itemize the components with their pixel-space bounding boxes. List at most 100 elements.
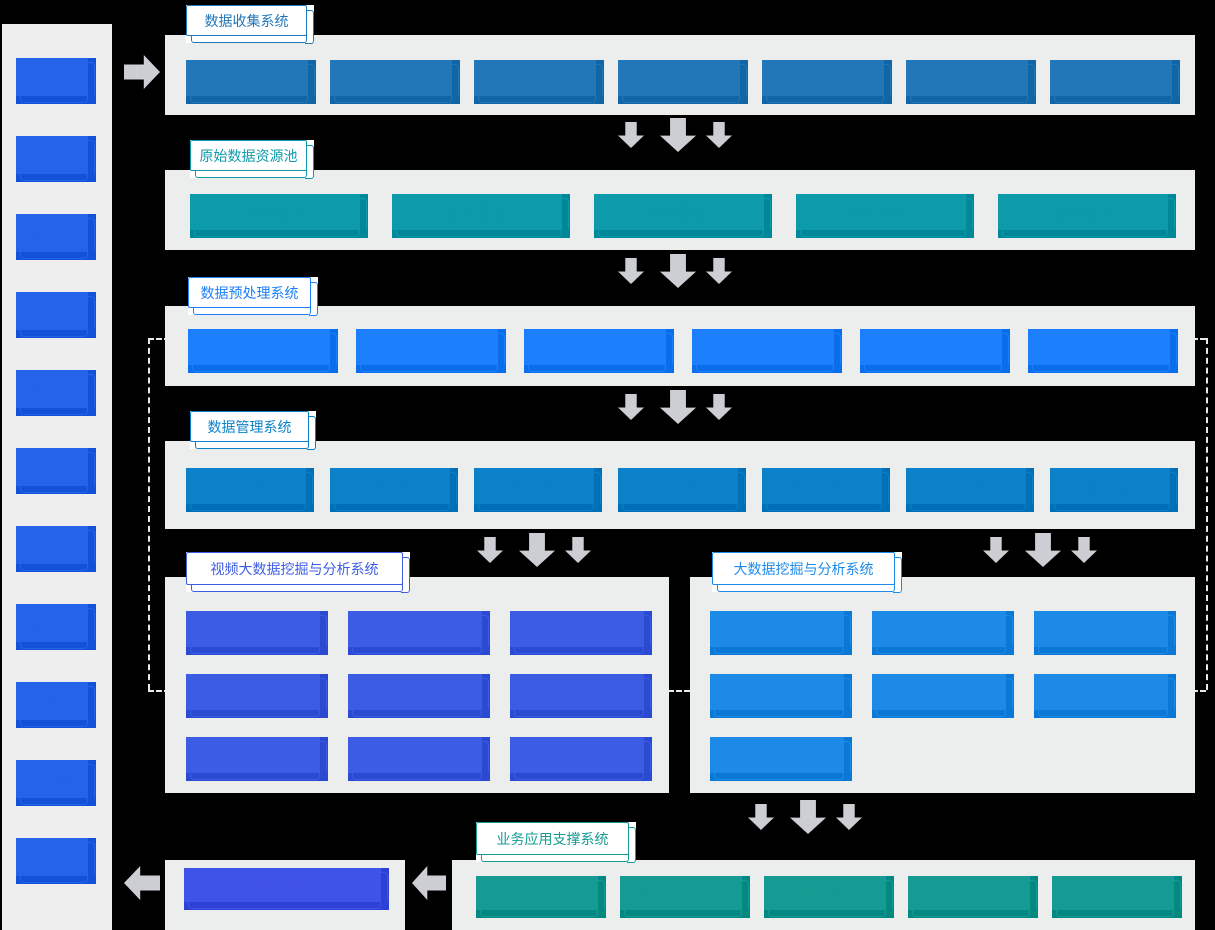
box-manage-0[interactable]: 内存数据库 bbox=[186, 468, 314, 512]
sidebar-item-8[interactable]: 财政局 bbox=[16, 682, 96, 728]
box-pool-0-label: 监测数据 bbox=[190, 194, 360, 230]
tab-video-label: 视频大数据挖掘与分析系统 bbox=[186, 552, 403, 585]
box-collect-5[interactable]: 数据搜索 bbox=[906, 60, 1036, 104]
tab-business: 业务应用支撑系统 bbox=[476, 822, 636, 863]
tab-pool: 原始数据资源池 bbox=[190, 140, 314, 179]
box-manage-6-label: 存储资源池 bbox=[1050, 468, 1170, 504]
box-preprocess-3-label: 数据索引 bbox=[692, 329, 834, 365]
box-manage-2[interactable]: 主题数据库 bbox=[474, 468, 602, 512]
sidebar-item-5[interactable]: 地税局 bbox=[16, 448, 96, 494]
tab-preprocess: 数据预处理系统 bbox=[188, 277, 318, 316]
box-mining-4[interactable]: 数据回溯分析 bbox=[872, 674, 1014, 718]
box-pool-3[interactable]: 舆情数据 bbox=[796, 194, 974, 238]
box-mining-3[interactable]: 数据统计分析 bbox=[710, 674, 852, 718]
box-collect-3[interactable]: 数据存储 bbox=[618, 60, 748, 104]
box-preprocess-1[interactable]: 数据分类 bbox=[356, 329, 506, 373]
arrow-collect-to-pool-2 bbox=[660, 118, 696, 152]
box-collect-6[interactable]: 数据统计 bbox=[1050, 60, 1180, 104]
box-manage-0-label: 内存数据库 bbox=[186, 468, 306, 504]
box-video-0[interactable]: 实时视频挖掘 bbox=[186, 611, 328, 655]
box-preprocess-3[interactable]: 数据索引 bbox=[692, 329, 842, 373]
box-preprocess-5[interactable]: 数据存储 bbox=[1028, 329, 1178, 373]
box-mining-2-label: 非结构化挖掘 bbox=[1034, 611, 1168, 647]
scope-bracket-right-bottom bbox=[1184, 690, 1206, 692]
box-pool-0[interactable]: 监测数据 bbox=[190, 194, 368, 238]
box-mining-1[interactable]: 结构化数据挖掘 bbox=[872, 611, 1014, 655]
sidebar-item-6-label: 安监局 bbox=[16, 526, 88, 564]
sidebar-item-4[interactable]: 工商局 bbox=[16, 370, 96, 416]
box-business-1-label: 决策分析系统 bbox=[620, 876, 742, 910]
arrow-business-to-portal bbox=[412, 866, 446, 900]
sidebar-item-10-label: …… bbox=[16, 838, 88, 876]
box-preprocess-0-label: 数据标记 bbox=[188, 329, 330, 365]
arrow-portal-output bbox=[124, 866, 160, 900]
box-collect-4[interactable]: 消息服务 bbox=[762, 60, 892, 104]
box-portal[interactable]: 政务信息门户 bbox=[184, 868, 389, 910]
sidebar-item-9[interactable]: 互联网 bbox=[16, 760, 96, 806]
box-video-1[interactable]: 视频云存储 bbox=[348, 611, 490, 655]
box-mining-5[interactable]: 应急数据处理 bbox=[1034, 674, 1176, 718]
box-collect-0-label: 数据收集 bbox=[186, 60, 308, 96]
box-preprocess-1-label: 数据分类 bbox=[356, 329, 498, 365]
arrow-pool-to-preprocess-1 bbox=[618, 258, 644, 284]
box-mining-6[interactable]: 数据关联分析 bbox=[710, 737, 852, 781]
box-manage-6[interactable]: 存储资源池 bbox=[1050, 468, 1178, 512]
box-business-2[interactable]: 城市监测系统 bbox=[764, 876, 894, 918]
box-video-3[interactable]: 静态图像处理 bbox=[186, 674, 328, 718]
box-video-6[interactable]: 异常事件监测 bbox=[186, 737, 328, 781]
box-manage-5[interactable]: 共享数据库 bbox=[906, 468, 1034, 512]
box-pool-4[interactable]: 城市数据 bbox=[998, 194, 1176, 238]
box-manage-1[interactable]: 基础数据库 bbox=[330, 468, 458, 512]
scope-bracket-left-top bbox=[148, 338, 170, 340]
box-preprocess-0[interactable]: 数据标记 bbox=[188, 329, 338, 373]
box-video-7[interactable]: 区域态势预测 bbox=[348, 737, 490, 781]
box-preprocess-4[interactable]: 数据更新 bbox=[860, 329, 1010, 373]
box-video-2[interactable]: RTSP视频推流 bbox=[510, 611, 652, 655]
box-manage-4[interactable]: 决策数据库 bbox=[762, 468, 890, 512]
tab-collect-label: 数据收集系统 bbox=[186, 5, 307, 36]
sidebar-item-10[interactable]: …… bbox=[16, 838, 96, 884]
box-business-4[interactable]: 民生信息系统 bbox=[1052, 876, 1182, 918]
box-pool-4-label: 城市数据 bbox=[998, 194, 1168, 230]
tab-mining: 大数据挖掘与分析系统 bbox=[712, 552, 902, 593]
sidebar-item-7[interactable]: 城管局 bbox=[16, 604, 96, 650]
tab-business-label: 业务应用支撑系统 bbox=[476, 822, 629, 855]
box-video-4[interactable]: 视频目标检索 bbox=[348, 674, 490, 718]
box-collect-2[interactable]: 内容过滤 bbox=[474, 60, 604, 104]
scope-bracket-left-bottom bbox=[148, 690, 170, 692]
box-video-5[interactable]: OCR动态识别 bbox=[510, 674, 652, 718]
box-collect-5-label: 数据搜索 bbox=[906, 60, 1028, 96]
box-business-0[interactable]: 综合分析系统 bbox=[476, 876, 606, 918]
box-manage-5-label: 共享数据库 bbox=[906, 468, 1026, 504]
box-collect-1[interactable]: 数据抽取 bbox=[330, 60, 460, 104]
box-collect-0[interactable]: 数据收集 bbox=[186, 60, 316, 104]
box-mining-0[interactable]: 实时流数据挖掘 bbox=[710, 611, 852, 655]
arrow-source-to-collect bbox=[124, 55, 160, 89]
box-mining-6-label: 数据关联分析 bbox=[710, 737, 844, 773]
box-pool-2[interactable]: 政务数据 bbox=[594, 194, 772, 238]
box-manage-3[interactable]: 关联数据库 bbox=[618, 468, 746, 512]
sidebar-item-6[interactable]: 安监局 bbox=[16, 526, 96, 572]
tab-preprocess-label: 数据预处理系统 bbox=[188, 277, 311, 308]
box-pool-1[interactable]: 报表数据 bbox=[392, 194, 570, 238]
sidebar-item-9-label: 互联网 bbox=[16, 760, 88, 798]
sidebar-item-4-label: 工商局 bbox=[16, 370, 88, 408]
tab-manage-label: 数据管理系统 bbox=[190, 411, 309, 442]
sidebar-item-1[interactable]: 交通局 bbox=[16, 136, 96, 182]
sidebar-item-1-label: 交通局 bbox=[16, 136, 88, 174]
box-business-1[interactable]: 决策分析系统 bbox=[620, 876, 750, 918]
arrow-pool-to-preprocess-2 bbox=[660, 254, 696, 288]
box-preprocess-2[interactable]: 数据清洗 bbox=[524, 329, 674, 373]
arrow-collect-to-pool-1 bbox=[618, 122, 644, 148]
box-preprocess-5-label: 数据存储 bbox=[1028, 329, 1170, 365]
scope-bracket-right-top bbox=[1184, 338, 1206, 340]
sidebar-item-2[interactable]: 发改局 bbox=[16, 214, 96, 260]
box-video-8[interactable]: 目标行为分析 bbox=[510, 737, 652, 781]
sidebar-item-0[interactable]: 公安局 bbox=[16, 58, 96, 104]
box-business-3[interactable]: 投资决策系统 bbox=[908, 876, 1038, 918]
box-video-5-label: OCR动态识别 bbox=[510, 674, 644, 710]
box-manage-1-label: 基础数据库 bbox=[330, 468, 450, 504]
sidebar-item-2-label: 发改局 bbox=[16, 214, 88, 252]
box-mining-2[interactable]: 非结构化挖掘 bbox=[1034, 611, 1176, 655]
sidebar-item-3[interactable]: 统计局 bbox=[16, 292, 96, 338]
